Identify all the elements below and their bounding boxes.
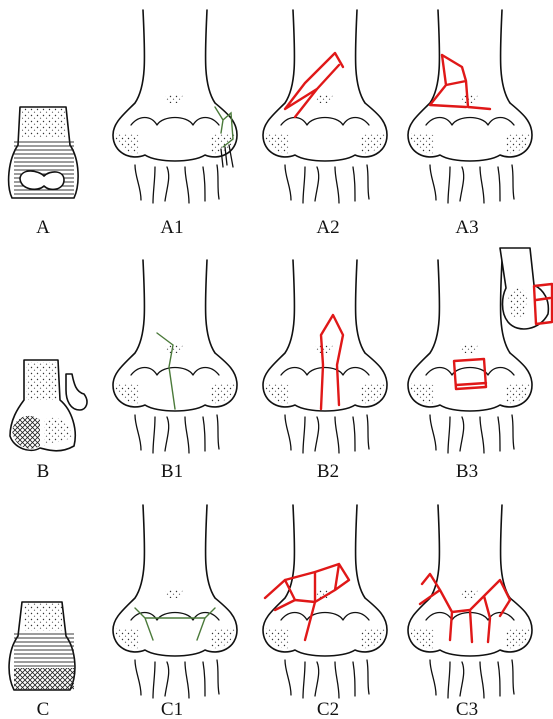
diagram-B2 [263,260,387,453]
label-A: A [36,217,50,238]
label-C1: C1 [161,699,183,719]
label-A3: A3 [455,217,478,238]
diagram-C2 [263,505,387,698]
diagram-A [9,107,78,198]
diagram-C [9,602,75,690]
diagram-C3 [408,505,532,698]
diagram-A1 [113,10,237,203]
label-B1: B1 [161,461,183,482]
label-C2: C2 [317,699,339,719]
diagram-A3 [408,10,532,203]
diagram-A2 [263,10,387,203]
label-B: B [37,461,50,482]
label-C: C [37,699,50,719]
label-A2: A2 [316,217,339,238]
label-B2: B2 [317,461,339,482]
label-A1: A1 [160,217,183,238]
label-C3: C3 [456,699,478,719]
diagram-B3-inset [500,248,552,329]
diagram-C1 [113,505,237,698]
label-B3: B3 [456,461,478,482]
diagram-B1 [113,260,237,453]
diagram-B [10,360,87,451]
